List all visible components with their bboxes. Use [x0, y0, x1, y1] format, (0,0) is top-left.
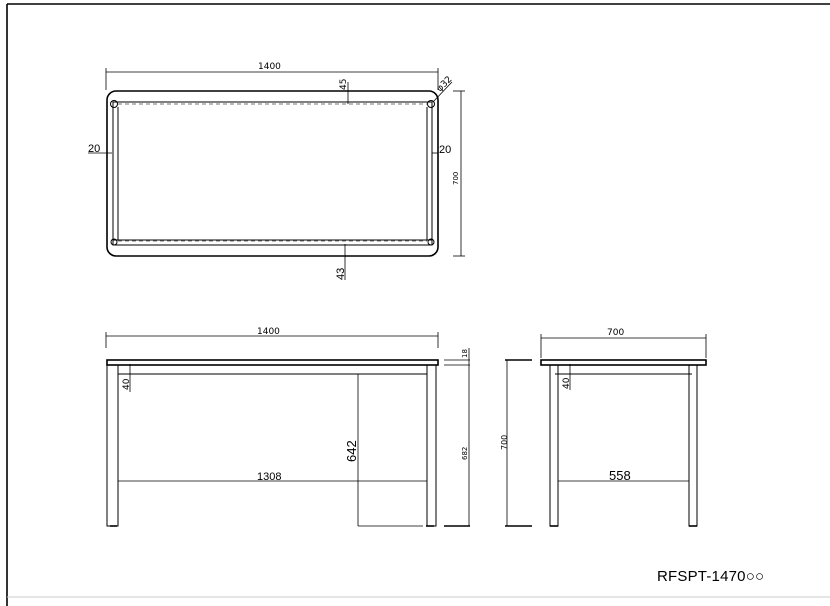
side-view: 700 40 558 700: [500, 328, 707, 527]
front-inner-span-label: 1308: [257, 471, 281, 483]
drawing-frame: [6, 3, 830, 606]
side-depth-label: 700: [607, 328, 624, 338]
right-inset-label: 20: [439, 144, 451, 156]
top-view: 1400 45 φ32 700 20 20 43: [88, 62, 465, 280]
top-width-label: 1400: [258, 62, 281, 72]
total-height-label: 700: [500, 435, 509, 450]
front-apron-label: 40: [122, 378, 132, 390]
front-view: 1400 40 642 1308 18 682: [105, 327, 470, 527]
model-number: RFSPT-1470○○: [657, 568, 765, 585]
side-inner-span-label: 558: [609, 468, 631, 483]
side-apron-label: 40: [562, 377, 572, 389]
top-depth-label: 700: [452, 172, 460, 185]
top-thickness-label: 18: [461, 349, 469, 358]
leg-height-label: 642: [344, 440, 359, 462]
front-width-label: 1400: [257, 327, 280, 337]
body-height-label: 682: [461, 447, 469, 460]
top-edge-label: 45: [339, 79, 349, 90]
bottom-edge-label: 43: [335, 268, 347, 280]
left-inset-label: 20: [88, 143, 100, 155]
